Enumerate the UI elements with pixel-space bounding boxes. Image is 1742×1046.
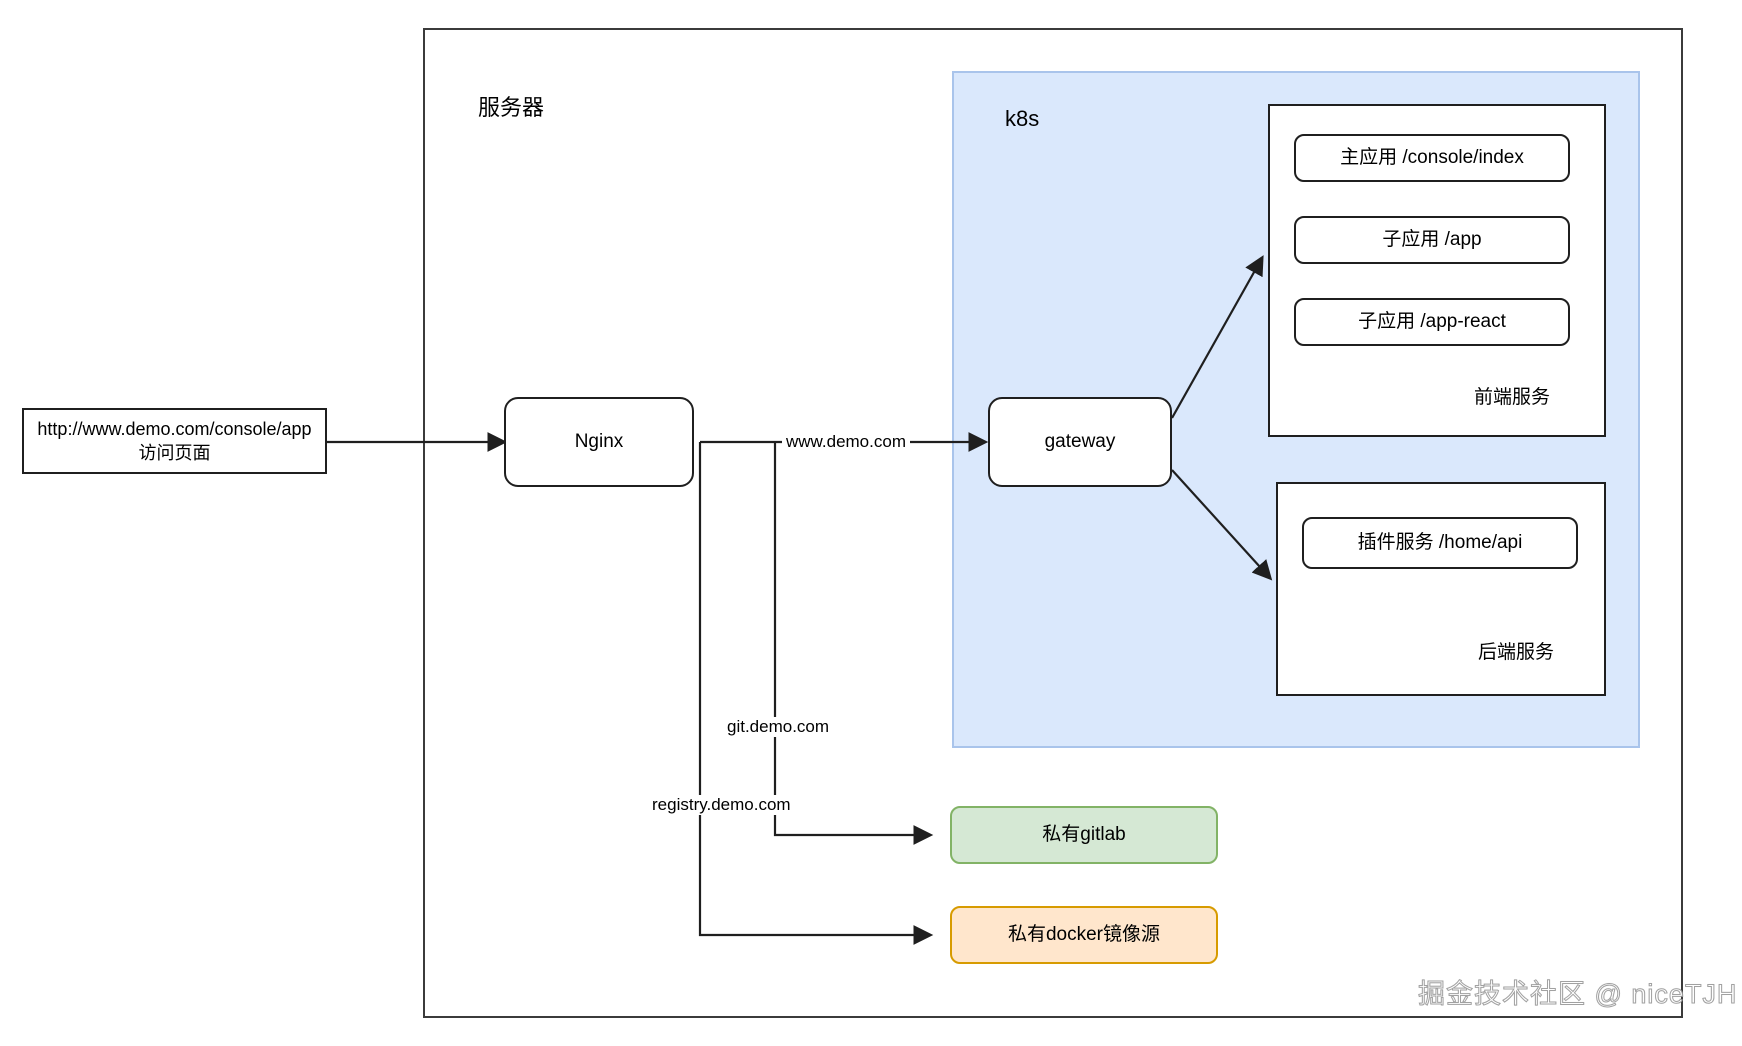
frontend-service-label: 前端服务 (1474, 387, 1551, 408)
plugin-service-label: 插件服务 /home/api (1357, 532, 1523, 554)
docker-registry-label: 私有docker镜像源 (1007, 924, 1161, 946)
backend-service-label: 后端服务 (1478, 642, 1555, 663)
server-label: 服务器 (478, 95, 545, 120)
k8s-label: k8s (1005, 106, 1040, 131)
gitlab-label: 私有gitlab (1042, 824, 1126, 846)
edge-label-registry: registry.demo.com (648, 795, 795, 815)
edge-nginx-gitlab (773, 442, 934, 845)
main-app-label: 主应用 /console/index (1340, 147, 1524, 169)
server-boundary (423, 28, 1683, 1018)
plugin-service-node: 插件服务 /home/api (1302, 517, 1578, 569)
edge-label-git: git.demo.com (723, 717, 834, 737)
nginx-node: Nginx (504, 397, 694, 487)
docker-registry-node: 私有docker镜像源 (950, 906, 1218, 964)
sub-app-react-node: 子应用 /app-react (1294, 298, 1570, 346)
edge-gateway-backend (1171, 469, 1273, 581)
entry-request-box: http://www.demo.com/console/app 访问页面 (22, 408, 327, 474)
sub-app-react-label: 子应用 /app-react (1358, 311, 1506, 333)
sub-app-label: 子应用 /app (1382, 229, 1482, 251)
edge-label-www: www.demo.com (782, 432, 910, 452)
edge-gateway-frontend (1171, 255, 1264, 419)
entry-url-text: http://www.demo.com/console/app (37, 418, 312, 439)
watermark: 掘金技术社区 @ niceTJH (1417, 979, 1738, 1010)
entry-action-text: 访问页面 (138, 443, 211, 463)
gateway-label: gateway (1044, 431, 1116, 453)
sub-app-node: 子应用 /app (1294, 216, 1570, 264)
edge-nginx-docker (698, 442, 934, 945)
nginx-label: Nginx (574, 431, 624, 453)
gateway-node: gateway (988, 397, 1172, 487)
main-app-node: 主应用 /console/index (1294, 134, 1570, 182)
gitlab-node: 私有gitlab (950, 806, 1218, 864)
